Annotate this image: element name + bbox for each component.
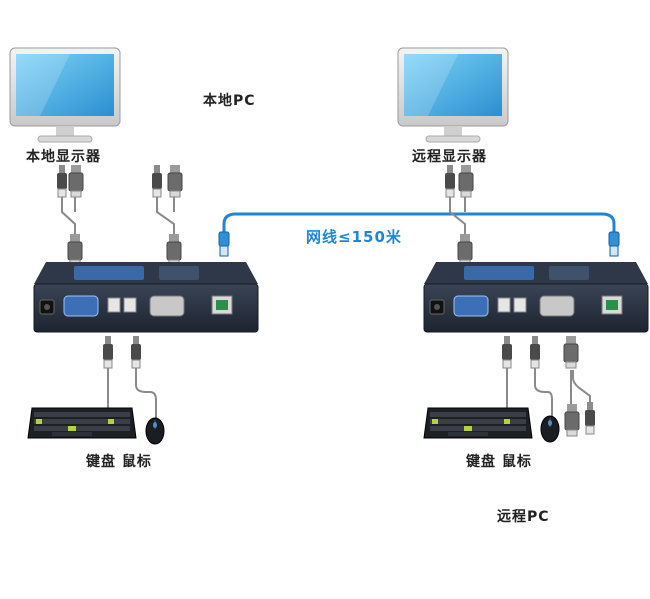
remote-mouse-icon bbox=[540, 415, 560, 443]
vga-connector-icon bbox=[458, 164, 474, 198]
vga-connector-icon bbox=[457, 233, 473, 267]
usb-connector-icon bbox=[102, 335, 114, 369]
network-cable bbox=[222, 212, 616, 240]
local-keyboard-icon bbox=[27, 407, 137, 439]
local-monitor-vga-cable bbox=[61, 196, 76, 238]
usb-connector-icon bbox=[130, 335, 142, 369]
vga-connector-icon bbox=[167, 164, 183, 198]
vga-connector-icon bbox=[166, 233, 182, 267]
remote-pc-cables bbox=[570, 370, 591, 410]
local-mouse-icon bbox=[145, 417, 165, 445]
vga-connector-icon bbox=[564, 403, 580, 437]
vga-connector-icon bbox=[67, 233, 83, 267]
local-extender-icon bbox=[33, 261, 259, 333]
remote-monitor-vga-cable bbox=[449, 196, 466, 238]
local-keyboard-mouse-cables bbox=[107, 368, 157, 420]
remote-keyboard-mouse-label: 键盘 鼠标 bbox=[466, 454, 532, 470]
remote-monitor-label: 远程显示器 bbox=[412, 149, 487, 165]
usb-connector-icon bbox=[444, 164, 456, 198]
remote-monitor-icon bbox=[397, 47, 509, 143]
local-monitor-icon bbox=[9, 47, 121, 143]
usb-connector-icon bbox=[56, 164, 68, 198]
local-keyboard-mouse-label: 键盘 鼠标 bbox=[86, 454, 152, 470]
local-pc-vga-cable bbox=[156, 196, 175, 238]
usb-connector-icon bbox=[529, 335, 541, 369]
usb-connector-icon bbox=[501, 335, 513, 369]
usb-connector-icon bbox=[151, 164, 163, 198]
vga-connector-icon bbox=[68, 164, 84, 198]
vga-connector-icon bbox=[563, 335, 579, 369]
remote-keyboard-mouse-cables bbox=[506, 368, 553, 418]
remote-keyboard-icon bbox=[423, 407, 533, 439]
network-cable-label: 网线≤150米 bbox=[306, 228, 402, 246]
rj45-connector-icon bbox=[608, 231, 620, 257]
rj45-connector-icon bbox=[218, 231, 230, 257]
remote-pc-label: 远程PC bbox=[497, 509, 550, 525]
usb-connector-icon bbox=[584, 401, 596, 435]
local-pc-label: 本地PC bbox=[203, 93, 256, 109]
local-monitor-label: 本地显示器 bbox=[26, 149, 101, 165]
remote-extender-icon bbox=[423, 261, 649, 333]
